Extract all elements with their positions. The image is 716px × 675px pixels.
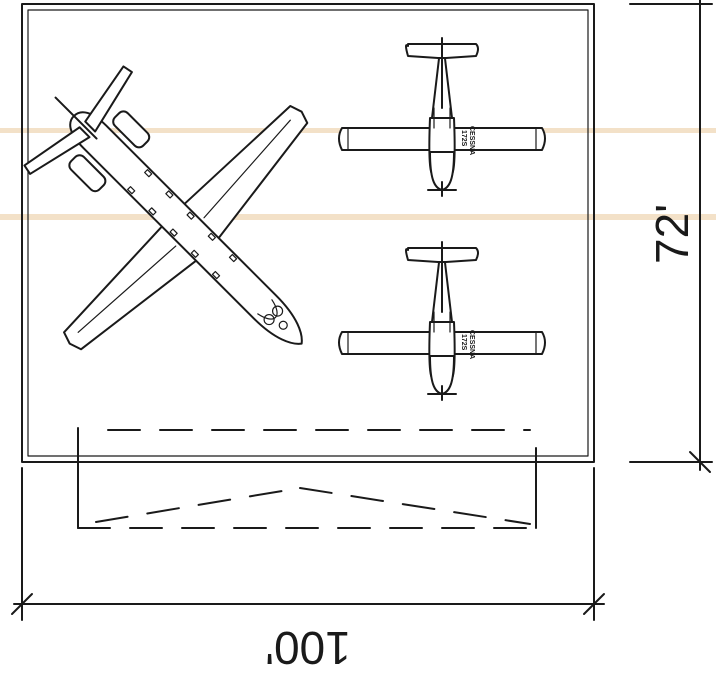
- cessna-top: CESSNA 172S: [338, 37, 546, 197]
- height-dimension: 72': [629, 0, 713, 473]
- cessna-top-brand: CESSNA: [468, 126, 475, 155]
- scan-band-bottom: [0, 214, 716, 220]
- cessna-bottom-model: 172S: [460, 334, 467, 351]
- hangar-outline: [21, 3, 595, 463]
- height-dimension-label: 72': [646, 204, 698, 264]
- jet-windows: [127, 169, 238, 280]
- jet-engine-left: [68, 154, 107, 193]
- cessna-top-model: 172S: [460, 130, 467, 147]
- width-dimension-label: 100': [265, 622, 351, 674]
- business-jet: [23, 65, 309, 351]
- jet-engine-right: [112, 110, 151, 149]
- apron-marking: [77, 427, 537, 529]
- cessna-bottom-brand: CESSNA: [468, 330, 475, 359]
- cessna-bottom: CESSNA 172S: [338, 241, 546, 401]
- width-dimension: 100': [11, 467, 605, 674]
